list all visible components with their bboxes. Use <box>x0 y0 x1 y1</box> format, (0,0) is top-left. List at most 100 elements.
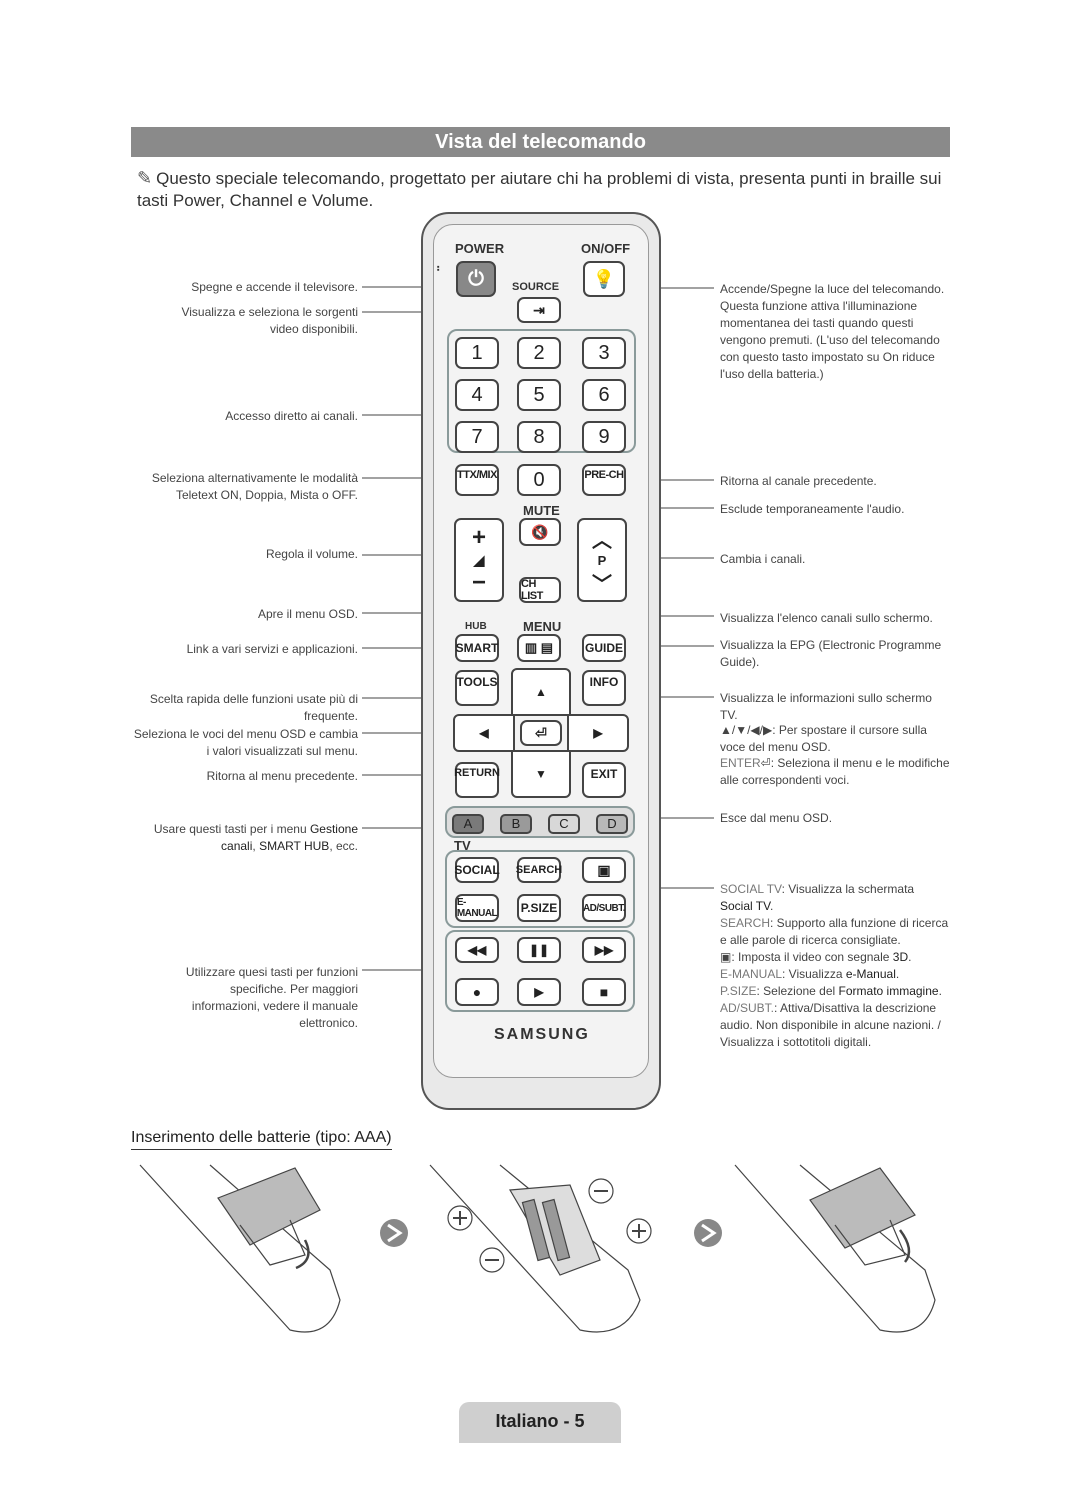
return-button[interactable]: RETURN <box>454 762 500 798</box>
label-numbers: Accesso diretto ai canali. <box>225 409 358 423</box>
stop-icon: ■ <box>599 984 609 1000</box>
power-button[interactable]: ⏻ <box>456 261 496 297</box>
light-bulb-icon: 💡 <box>592 268 616 289</box>
fast-forward-icon: ▶▶ <box>594 943 614 957</box>
arrow-right-icon: ▶ <box>593 726 603 740</box>
info-button[interactable]: INFO <box>582 670 626 706</box>
color-a-button[interactable]: A <box>452 814 484 834</box>
label-light: Accende/Spegne la luce del telecomando. … <box>720 282 945 381</box>
label-arrows: Seleziona le voci del menu OSD e cambia … <box>133 727 358 758</box>
label-smart: Link a vari servizi e applicazioni. <box>186 642 358 656</box>
color-d-button[interactable]: D <box>596 814 628 834</box>
arrow-down-icon: ▼ <box>535 767 547 781</box>
menu-label: MENU <box>523 619 562 634</box>
brand-logo: SAMSUNG <box>494 1026 590 1043</box>
record-button[interactable]: ● <box>455 978 499 1006</box>
source-icon: ⇥ <box>533 301 545 318</box>
enter-button[interactable]: ⏎ <box>520 720 562 746</box>
mute-label: MUTE <box>523 503 560 518</box>
label-guide: Visualizza la EPG (Electronic Programme … <box>720 638 942 669</box>
tools-button[interactable]: TOOLS <box>455 670 499 706</box>
label-exit: Esce dal menu OSD. <box>720 811 833 825</box>
rewind-button[interactable]: ◀◀ <box>455 937 499 963</box>
number-1-button[interactable]: 1 <box>455 337 499 369</box>
source-button[interactable]: ⇥ <box>517 297 561 323</box>
exit-button[interactable]: EXIT <box>582 762 626 798</box>
number-4-button[interactable]: 4 <box>455 379 499 411</box>
3d-icon: ▣ <box>597 861 611 878</box>
social-button[interactable]: SOCIAL <box>454 857 500 883</box>
mute-button[interactable]: 🔇 <box>519 518 561 546</box>
menu-grid-icon: ▥ ▤ <box>524 640 554 655</box>
volume-rocker[interactable]: +◢− <box>454 518 504 602</box>
smart-hub-button[interactable]: SMART <box>455 634 499 662</box>
guide-button[interactable]: GUIDE <box>582 634 626 662</box>
dpad-up-button[interactable]: ▲ <box>511 668 571 716</box>
chevron-down-icon: ﹀ <box>592 573 612 596</box>
search-button[interactable]: SEARCH <box>516 857 562 883</box>
plus-icon: + <box>471 523 486 551</box>
stop-button[interactable]: ■ <box>582 978 626 1006</box>
ttx-mix-button[interactable]: TTX/MIX <box>455 464 499 496</box>
label-volume: Regola il volume. <box>265 547 358 561</box>
pencil-note-icon: ✎ <box>137 168 153 188</box>
play-button[interactable]: ▶ <box>517 978 561 1006</box>
dpad-down-button[interactable]: ▼ <box>511 750 571 798</box>
color-c-button[interactable]: C <box>548 814 580 834</box>
label-menu: Apre il menu OSD. <box>257 607 358 621</box>
number-5-button[interactable]: 5 <box>517 379 561 411</box>
page-title: Vista del telecomando <box>131 127 950 157</box>
pause-button[interactable]: ❚❚ <box>517 937 561 963</box>
label-tools: Scelta rapida delle funzioni usate più d… <box>149 692 358 723</box>
pre-ch-button[interactable]: PRE-CH <box>582 464 626 496</box>
braille-dots: ⠃ <box>436 266 444 277</box>
power-label: POWER <box>455 241 505 256</box>
menu-button[interactable]: ▥ ▤ <box>517 634 561 662</box>
play-icon: ▶ <box>534 985 544 999</box>
dpad-left-button[interactable]: ◀ <box>453 714 515 752</box>
pause-icon: ❚❚ <box>528 943 550 957</box>
number-9-button[interactable]: 9 <box>582 421 626 453</box>
chevron-up-icon: ︿ <box>592 529 612 552</box>
tv-label: TV <box>454 838 471 853</box>
3d-icon: ▣ <box>720 950 732 964</box>
number-7-button[interactable]: 7 <box>455 421 499 453</box>
ad-subt-button[interactable]: AD/SUBT. <box>582 894 626 922</box>
minus-icon: − <box>471 568 486 596</box>
number-0-button[interactable]: 0 <box>517 464 561 496</box>
rewind-icon: ◀◀ <box>467 943 487 957</box>
number-6-button[interactable]: 6 <box>582 379 626 411</box>
light-button[interactable]: 💡 <box>583 261 625 297</box>
label-chlist: Visualizza l'elenco canali sullo schermo… <box>720 611 933 625</box>
intro-note: ✎Questo speciale telecomando, progettato… <box>137 167 957 212</box>
fast-forward-button[interactable]: ▶▶ <box>582 937 626 963</box>
label-mute: Esclude temporaneamente l'audio. <box>720 502 905 516</box>
p-size-button[interactable]: P.SIZE <box>517 894 561 922</box>
number-8-button[interactable]: 8 <box>517 421 561 453</box>
label-power: Spegne e accende il televisore. <box>191 280 358 294</box>
speaker-mute-icon: 🔇 <box>531 523 549 540</box>
3d-button[interactable]: ▣ <box>582 857 626 883</box>
color-b-button[interactable]: B <box>500 814 532 834</box>
label-source: Visualizza e seleziona le sorgenti video… <box>181 305 358 336</box>
source-label: SOURCE <box>512 281 560 293</box>
arrow-up-icon: ▲ <box>535 685 547 699</box>
label-prech: Ritorna al canale precedente. <box>720 474 877 488</box>
label-return: Ritorna al menu precedente. <box>206 769 358 783</box>
number-3-button[interactable]: 3 <box>582 337 626 369</box>
dpad-right-button[interactable]: ▶ <box>567 714 629 752</box>
e-manual-button[interactable]: E-MANUAL <box>455 894 499 922</box>
playback-button-group <box>445 930 635 1012</box>
label-channel: Cambia i canali. <box>720 552 806 566</box>
page-footer: Italiano - 5 <box>459 1402 621 1443</box>
intro-text: Questo speciale telecomando, progettato … <box>137 169 942 210</box>
channel-rocker[interactable]: ︿P﹀ <box>577 518 627 602</box>
power-icon: ⏻ <box>468 267 484 290</box>
ch-list-button[interactable]: CH LIST <box>519 577 561 603</box>
number-2-button[interactable]: 2 <box>517 337 561 369</box>
arrow-left-icon: ◀ <box>479 726 489 740</box>
enter-icon: ⏎ <box>535 724 547 741</box>
label-ttx: Seleziona alternativamente le modalità T… <box>151 471 358 502</box>
label-color-buttons: Usare questi tasti per i menu Gestione c… <box>153 822 358 853</box>
